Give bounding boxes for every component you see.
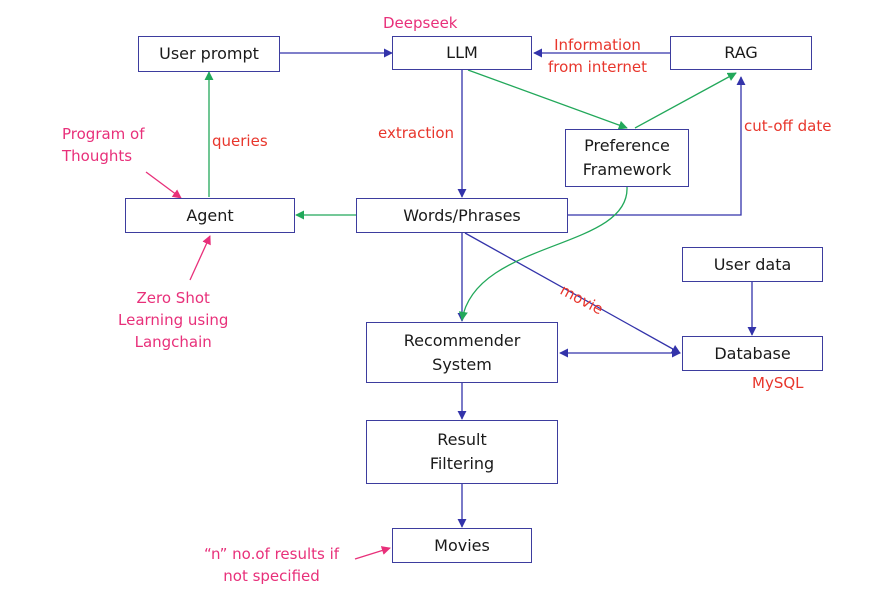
node-recommender-system: Recommender System	[366, 322, 558, 383]
label-zero-shot-learning: Zero Shot Learning using Langchain	[118, 289, 229, 351]
arrow-words-to-rag-cutoff	[568, 76, 746, 216]
node-rag: RAG	[670, 36, 812, 70]
arrow-program-of-thoughts-to-agent	[145, 171, 182, 199]
label-n-results-if-not-specified: “n” no.of results if not specified	[204, 545, 340, 585]
node-llm: LLM	[392, 36, 532, 70]
arrow-words-to-database-movie	[464, 232, 681, 354]
arrow-preference-to-recommender	[458, 186, 628, 321]
node-user-prompt: User prompt	[138, 36, 280, 72]
label-extraction: extraction	[378, 124, 455, 142]
arrow-zero-shot-to-agent	[189, 235, 211, 281]
label-mysql: MySQL	[752, 374, 804, 392]
node-agent: Agent	[125, 198, 295, 233]
label-program-of-thoughts: Program of Thoughts	[62, 125, 145, 165]
label-deepseek: Deepseek	[383, 14, 458, 32]
label-queries: queries	[212, 132, 268, 150]
arrow-preference-to-rag	[634, 72, 737, 129]
node-movies: Movies	[392, 528, 532, 563]
label-information-from-internet: Information from internet	[548, 36, 647, 76]
node-result-filtering: Result Filtering	[366, 420, 558, 484]
node-preference-framework: Preference Framework	[565, 129, 689, 187]
node-database: Database	[682, 336, 823, 371]
label-cutoff-date: cut-off date	[744, 117, 832, 135]
node-user-data: User data	[682, 247, 823, 282]
arrow-n-results-to-movies	[354, 546, 391, 560]
arrow-llm-to-preference	[467, 69, 628, 130]
node-words-phrases: Words/Phrases	[356, 198, 568, 233]
